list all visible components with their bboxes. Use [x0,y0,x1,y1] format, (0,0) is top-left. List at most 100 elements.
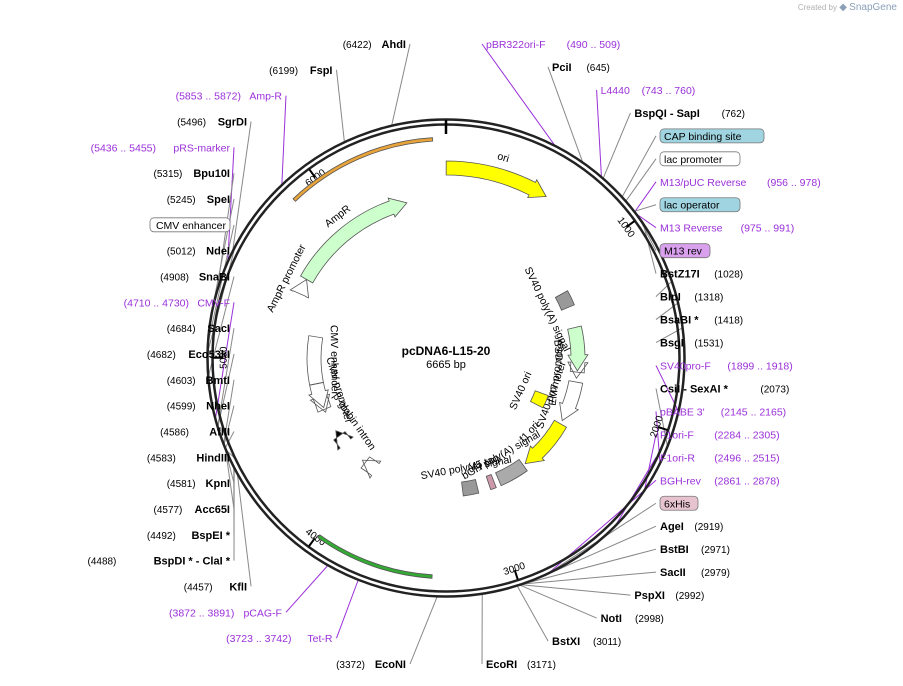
credit-text: Created by [797,3,837,12]
feature-f1-ori[interactable] [524,419,568,465]
site-fspi[interactable]: FspI(6199) [269,65,332,77]
site-pcag-f[interactable]: pCAG-F(3872 .. 3891) [169,607,282,619]
site-name: M13/pUC Reverse [660,177,747,189]
site-position: (2861 .. 2878) [714,475,779,487]
leader-line [227,147,235,261]
site-noti[interactable]: NotI(2998) [601,613,664,625]
site-ecori[interactable]: EcoRI(3171) [486,659,556,671]
site-cmv-f[interactable]: CMV-F(4710 .. 4730) [124,297,230,309]
site-position: (3723 .. 3742) [226,633,291,645]
feature-t7-promoter[interactable] [360,456,382,479]
site-blpi[interactable]: BlpI(1318) [660,292,723,304]
site-agei[interactable]: AgeI(2919) [660,521,723,533]
site-position: (2971) [701,545,730,556]
feature-em7-promoter[interactable] [567,361,589,380]
site-bgh-rev[interactable]: BGH-rev(2861 .. 2878) [660,475,780,487]
site-6xhis[interactable]: 6xHis [659,495,699,511]
site-name: Bpu10I [193,168,230,180]
site-name: SV40pro-F [660,360,711,372]
site-cap-binding-site[interactable]: CAP binding site [659,128,765,144]
site-position: (4684) [167,324,196,335]
site-pspxi[interactable]: PspXI(2992) [634,590,704,602]
feature-ampr-promoter[interactable] [289,278,310,299]
site-sacii[interactable]: SacII(2979) [660,567,730,579]
site-l4440[interactable]: L4440(743 .. 760) [601,85,696,97]
feature-sv40-ori[interactable] [529,390,549,409]
leader-line [335,69,345,142]
site-sv40pro-f[interactable]: SV40pro-F(1899 .. 1918) [660,360,793,372]
site-bspdi-clai[interactable]: BspDI * - ClaI *(4488) [87,556,230,568]
site-nhei[interactable]: NheI(4599) [167,401,230,413]
site-kfli[interactable]: KflI(4457) [184,582,247,594]
site-m13-reverse[interactable]: M13 Reverse(975 .. 991) [660,223,794,235]
site-pbabe-3[interactable]: pBABE 3'(2145 .. 2165) [660,406,786,418]
site-bstz17i[interactable]: BstZ17I(1028) [660,269,743,281]
feature-globin-intron[interactable] [333,430,354,451]
leader-line [519,584,597,619]
leader-line [596,89,602,177]
site-aflii[interactable]: AflII(4586) [160,427,230,439]
feature-sv40-poly-a-signal[interactable] [554,290,575,311]
leader-line [625,158,657,202]
site-ahdi[interactable]: AhdI(6422) [343,39,406,51]
feature-cmv-enhancer[interactable] [306,335,324,386]
backbone-outer [206,118,686,598]
feature-bgh-poly-a-signal[interactable] [495,458,528,487]
feature-callout-label: CMV enhancer [156,220,227,232]
site-bspei[interactable]: BspEI *(4492) [147,530,231,542]
site-cmv-enhancer[interactable]: CMV enhancer [149,217,231,233]
site-name: KpnI [206,478,230,490]
leader-line [642,222,657,274]
site-bspqi-sapi[interactable]: BspQI - SapI(762) [634,108,745,120]
site-eco53ki[interactable]: Eco53kI(4682) [147,349,230,361]
feature-callout-box [659,495,699,511]
feature-amp-orange[interactable] [292,137,434,202]
site-econi[interactable]: EcoNI(3372) [336,659,406,671]
site-f1ori-r[interactable]: F1ori-R(2496 .. 2515) [660,452,780,464]
site-csii-sexai[interactable]: CsiI - SexAI *(2073) [660,383,789,395]
feature-sv40-poly-a-signal[interactable] [461,478,480,497]
site-bstxi[interactable]: BstXI(3011) [552,636,621,648]
feature-cmv-promoter[interactable] [308,381,329,409]
site-sgrdi[interactable]: SgrDI(5496) [177,117,247,129]
site-bsgi[interactable]: BsgI(1531) [660,338,723,350]
site-saci[interactable]: SacI(4684) [167,323,230,335]
site-position: (4488) [87,557,116,568]
site-spei[interactable]: SpeI(5245) [167,194,230,206]
site-bsabi[interactable]: BsaBI *(1418) [660,315,743,327]
site-lac-promoter[interactable]: lac promoter [659,151,741,167]
site-hindiii[interactable]: HindIII(4583) [147,452,230,464]
site-position: (4908) [160,273,189,284]
site-bstbi[interactable]: BstBI (2971) [660,544,730,556]
leader-line [336,580,359,639]
site-acc65i[interactable]: Acc65I(4577) [153,504,230,516]
site-snabi[interactable]: SnaBI(4908) [160,272,230,284]
tick-label: 3000 [502,561,527,578]
site-tet-r[interactable]: Tet-R(3723 .. 3742) [226,633,333,645]
site-position: (4586) [160,428,189,439]
site-bpu10i[interactable]: Bpu10I(5315) [153,168,230,180]
feature-sv40-promoter[interactable] [559,380,584,422]
feature-ampr[interactable] [299,197,408,284]
site-ndei[interactable]: NdeI(5012) [167,246,230,258]
site-position: (762) [722,109,745,120]
site-kpni[interactable]: KpnI(4581) [167,478,230,490]
site-lac-operator[interactable]: lac operator [659,197,741,213]
site-position: (490 .. 509) [567,39,621,51]
site-pcii[interactable]: PciI(645) [552,62,610,74]
site-pbr322ori-f[interactable]: pBR322ori-F(490 .. 509) [486,39,620,51]
site-f1ori-f[interactable]: F1ori-F(2284 .. 2305) [660,429,780,441]
site-name: BstBI [660,544,689,556]
feature-beta-globin[interactable] [317,534,433,579]
feature-bsd[interactable] [567,325,589,372]
site-m13-puc-reverse[interactable]: M13/pUC Reverse(956 .. 978) [660,177,821,189]
site-m13-rev[interactable]: M13 rev [659,243,711,259]
site-amp-r[interactable]: Amp-R(5853 .. 5872) [176,91,283,103]
feature-v5-tag[interactable] [485,474,497,491]
leader-line [621,135,657,197]
site-bmti[interactable]: BmtI(4603) [167,375,230,387]
site-prs-marker[interactable]: pRS-marker(5436 .. 5455) [91,142,231,154]
leader-line [223,405,235,447]
leader-line [655,280,673,297]
feature-ori[interactable] [445,160,547,199]
